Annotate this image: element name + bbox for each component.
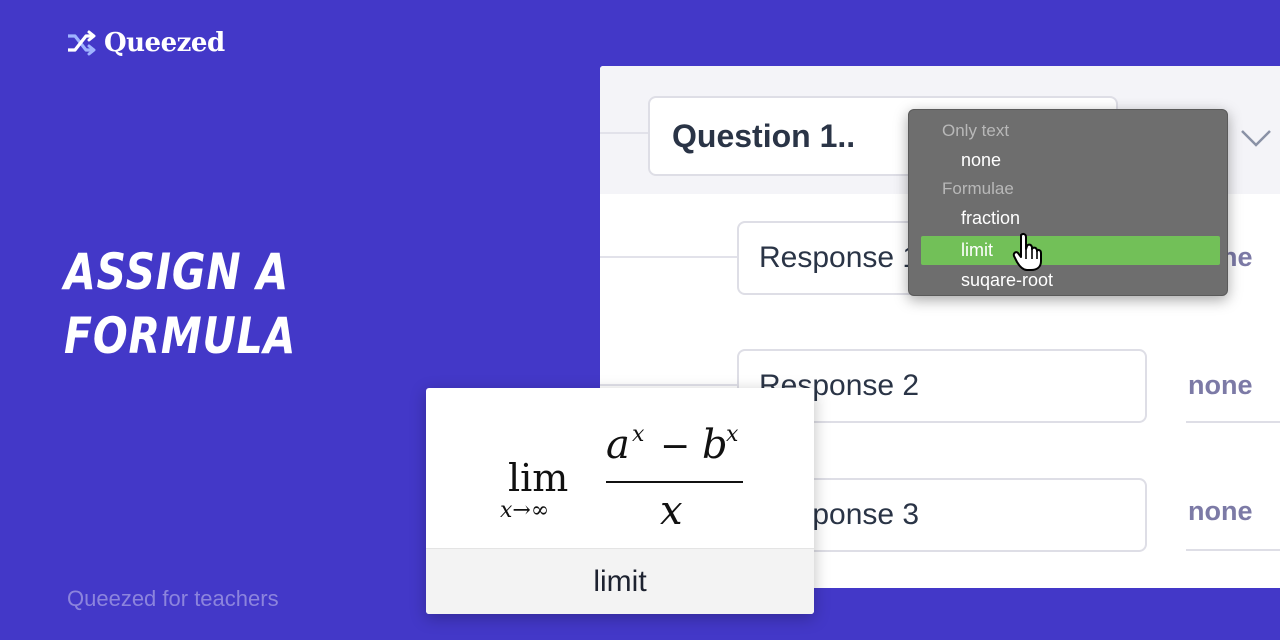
denominator: x	[660, 488, 683, 534]
type-underline	[1186, 421, 1280, 423]
dropdown-group-label: Formulae	[942, 179, 1014, 198]
response-label: Response 1	[759, 241, 920, 274]
question-title: Question 1..	[672, 117, 856, 154]
numerator-a-exponent: x	[632, 422, 645, 447]
headline-line-2: FORMULA	[64, 307, 297, 365]
limit-subscript: x→∞	[500, 498, 550, 523]
shuffle-arrows-icon	[68, 30, 96, 56]
dropdown-option-square-root[interactable]: suqare-root	[961, 270, 1054, 290]
headline: ASSIGN A FORMULA	[64, 240, 296, 368]
formula-name: limit	[593, 564, 647, 598]
minus-sign: −	[660, 426, 691, 467]
type-underline	[1186, 549, 1280, 551]
numerator-a: a	[606, 422, 630, 468]
formula-type-dropdown[interactable]: Only text none Formulae fraction limit s…	[908, 109, 1228, 296]
headline-line-1: ASSIGN A	[64, 243, 290, 301]
formula-name-bar: limit	[426, 548, 814, 614]
numerator-b-exponent: x	[726, 422, 739, 447]
fraction-bar	[606, 481, 743, 483]
dropdown-group-label: Only text	[942, 121, 1010, 140]
hand-pointer-icon	[1012, 232, 1042, 271]
connector-line	[600, 384, 737, 386]
footer-tagline: Queezed for teachers	[67, 586, 279, 611]
chevron-down-icon[interactable]	[1240, 128, 1272, 148]
connector-line	[600, 256, 737, 258]
numerator-b: b	[702, 422, 728, 468]
brand-logo[interactable]: Queezed	[66, 28, 225, 58]
response-type[interactable]: none	[1188, 496, 1253, 526]
response-type[interactable]: none	[1188, 370, 1253, 400]
connector-line	[600, 132, 648, 134]
formula-render: lim x→∞ a x − b x x	[426, 388, 814, 548]
dropdown-option-limit[interactable]: limit	[921, 236, 1220, 265]
brand-name: Queezed	[104, 28, 225, 58]
limit-operator: lim	[508, 456, 569, 500]
dropdown-option-fraction[interactable]: fraction	[961, 208, 1021, 228]
dropdown-option-none[interactable]: none	[961, 150, 1002, 170]
formula-preview-card: lim x→∞ a x − b x x limit	[426, 388, 814, 614]
